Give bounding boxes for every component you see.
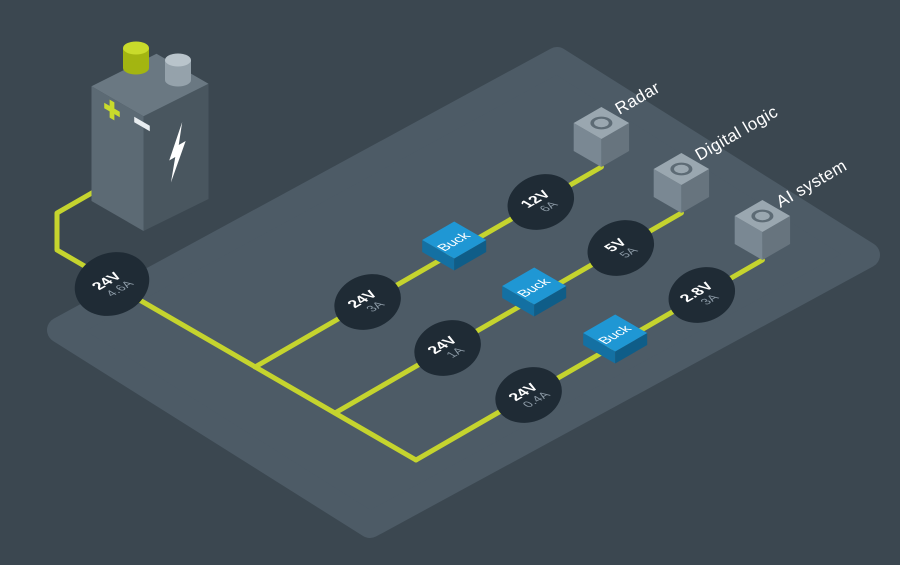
buck-converter: Buck xyxy=(502,267,567,317)
node-circle xyxy=(668,267,736,323)
node-circle xyxy=(507,174,575,230)
buck-left-face xyxy=(422,240,455,271)
battery xyxy=(91,41,209,231)
terminal-base xyxy=(123,61,149,75)
input-node: 24V 0.4A xyxy=(495,367,562,423)
terminal-cap xyxy=(123,41,149,55)
plus-icon xyxy=(104,99,120,121)
source-node: 24V 4.6A xyxy=(74,252,150,316)
battery-terminal-negative xyxy=(165,53,191,87)
load-chip-icon xyxy=(670,162,693,176)
node-circle xyxy=(587,220,655,276)
buck-left-face xyxy=(502,286,535,317)
buck-top-face xyxy=(422,221,487,259)
node-circle xyxy=(495,367,562,423)
battery-terminal-positive xyxy=(123,41,149,75)
cube-left-face xyxy=(573,123,602,167)
cube-left-face xyxy=(734,216,763,260)
buck-right-face xyxy=(534,286,567,317)
lightning-bolt-icon xyxy=(169,122,186,183)
cube-right-face xyxy=(681,169,710,213)
output-node: 5V 5A xyxy=(587,220,655,276)
buck-right-face xyxy=(454,240,487,271)
node-circle xyxy=(414,320,481,376)
load-chip-icon xyxy=(751,209,774,223)
branch-radar: 24V 3A Buck 12V 6A Radar xyxy=(252,78,663,370)
buck-top-face xyxy=(583,314,648,352)
buck-right-face xyxy=(615,333,648,364)
output-node: 12V 6A xyxy=(507,174,575,230)
battery-left-face xyxy=(91,86,144,231)
load-chip-icon xyxy=(590,116,613,130)
input-node: 24V 1A xyxy=(414,320,481,376)
input-node: 24V 3A xyxy=(334,274,401,330)
buck-converter: Buck xyxy=(422,221,487,271)
minus-icon xyxy=(134,116,150,132)
node-circle xyxy=(74,252,150,316)
cube-right-face xyxy=(762,216,791,260)
cube-left-face xyxy=(653,169,682,213)
trunk-wire xyxy=(109,281,419,463)
terminal-base xyxy=(165,73,191,87)
output-node: 2.8V 3A xyxy=(668,267,736,323)
cube-right-face xyxy=(601,123,630,167)
node-circle xyxy=(334,274,401,330)
terminal-cap xyxy=(165,53,191,67)
buck-top-face xyxy=(502,267,567,305)
buck-converter: Buck xyxy=(583,314,648,364)
buck-left-face xyxy=(583,333,616,364)
